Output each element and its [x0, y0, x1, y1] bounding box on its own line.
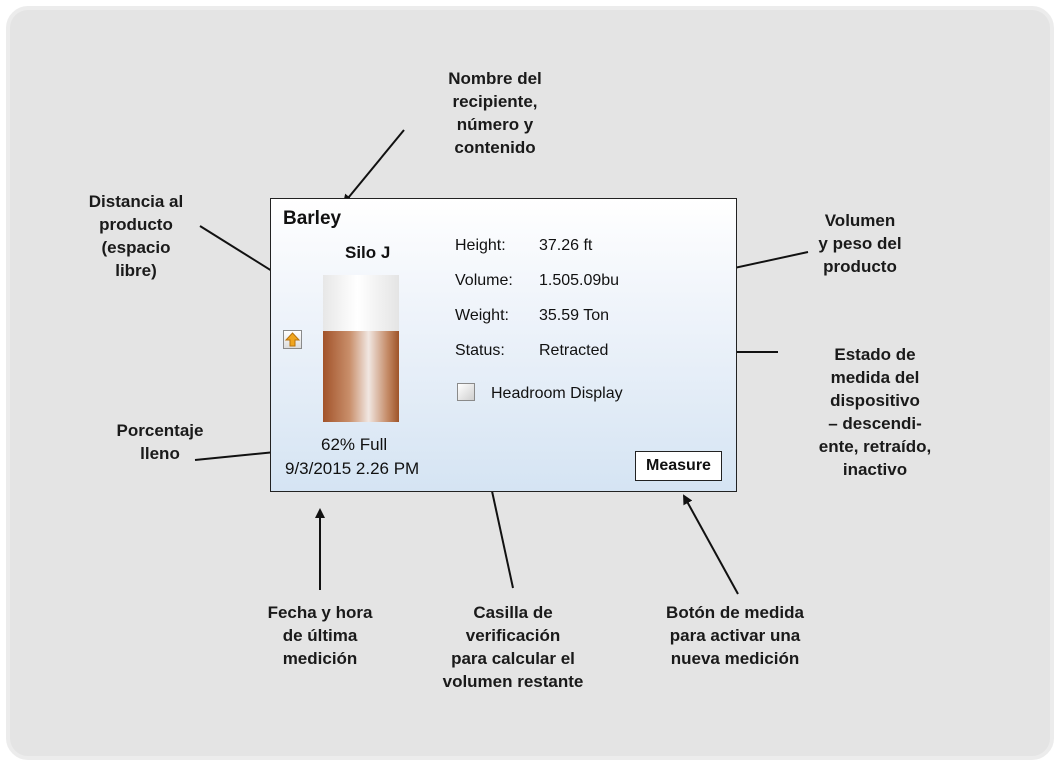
annotation-checkbox: Casilla de verificación para calcular el… [442, 603, 584, 691]
arrow-measure [683, 494, 739, 595]
reading-label: Height: [455, 237, 506, 254]
annotation-distance: Distancia al producto (espacio libre) [88, 192, 184, 280]
reading-value: 35.59 Ton [539, 307, 609, 324]
reading-value: 1.505.09bu [539, 272, 620, 289]
tank-level-gauge [323, 275, 399, 422]
reading-value: Retracted [539, 342, 609, 359]
reading-label: Volume: [455, 272, 513, 289]
reading-label: Status: [455, 342, 505, 359]
headroom-display-label: Headroom Display [491, 385, 623, 402]
annotation-datetime: Fecha y hora de última medición [267, 603, 373, 668]
annotation-vessel-name: Nombre del recipiente, número y contenid… [448, 69, 542, 157]
device-screen: Barley Silo J 62% Full 9/3/2015 2.26 PM … [270, 198, 737, 492]
headroom-display-checkbox[interactable] [457, 383, 475, 401]
measure-button[interactable]: Measure [635, 451, 722, 481]
tank-product-fill [323, 330, 399, 422]
last-measurement-timestamp: 9/3/2015 2.26 PM [285, 459, 420, 478]
annotation-status: Estado de medida del dispositivo – desce… [818, 345, 932, 479]
arrow-vessel-name [342, 129, 405, 205]
fill-percentage: 62% Full [321, 435, 388, 454]
vessel-name: Barley [283, 208, 342, 229]
arrow-up-icon[interactable] [283, 330, 302, 349]
reading-value: 37.26 ft [539, 237, 593, 254]
silo-label: Silo J [345, 243, 391, 262]
annotation-measure: Botón de medida para activar una nueva m… [666, 603, 804, 668]
annotation-volume-weight: Volumen y peso del producto [818, 211, 902, 276]
reading-label: Weight: [455, 307, 509, 324]
annotation-percent: Porcentaje lleno [116, 421, 204, 463]
